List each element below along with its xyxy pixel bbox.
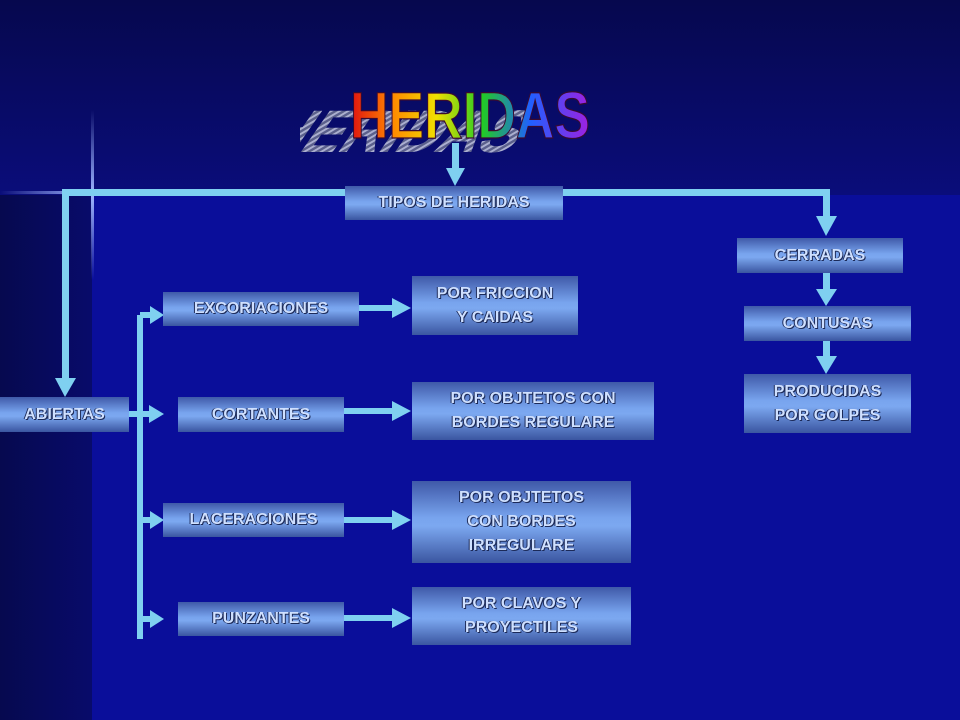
node-label-line2: PROYECTILES [465,619,578,636]
connector-cortantes-objetos [344,408,394,414]
node-laceraciones: LACERACIONES [163,503,344,537]
arrowhead-abiertas [55,378,76,397]
node-excoriaciones: EXCORIACIONES [163,292,359,326]
arrowhead-producidas [816,356,837,374]
connector-punzantes-clavos [344,615,394,621]
arrowhead-objetos-irregulares [392,510,411,530]
connector-cerradas-contusas [823,273,830,292]
node-label-line1: POR FRICCION [436,284,554,302]
node-por-clavos: POR CLAVOS Y PROYECTILES [412,587,631,645]
node-label: TIPOS DE HERIDAS [378,194,530,211]
connector-right-vertical [823,189,830,217]
node-label: CORTANTES [211,405,311,423]
arrowhead-excoriaciones [150,306,164,324]
arrowhead-cerradas [816,216,837,236]
node-por-friccion: POR FRICCION Y CAIDAS [412,276,578,335]
node-label-line3: IRREGULARE [468,537,575,554]
node-label: LACERACIONES [189,511,318,528]
arrowhead-contusas [816,289,837,306]
node-cerradas: CERRADAS [737,238,903,273]
node-abiertas: ABIERTAS [0,397,129,432]
node-tipos-de-heridas: TIPOS DE HERIDAS [345,186,563,220]
arrowhead-objetos-regulares [392,401,411,421]
node-label-line2: CON BORDES [467,513,576,530]
connector-left-vertical [62,189,69,379]
connector-laceraciones-objetos [344,517,394,523]
connector-excoriaciones-friccion [359,305,394,311]
arrowhead-clavos [392,608,411,628]
node-label: CONTUSAS [782,314,873,332]
background-top [0,0,960,195]
arrowhead-laceraciones [150,511,164,529]
node-por-objetos-irregulares: POR OBJTETOS CON BORDES IRREGULARE [412,481,631,563]
connector-to-laceraciones [140,517,152,523]
arrowhead-friccion [392,298,411,318]
node-label-line2: Y CAIDAS [456,308,534,326]
node-label-line2: BORDES REGULARE [451,414,615,431]
node-label-line1: PRODUCIDAS [773,382,882,400]
node-label-line2: POR GOLPES [774,406,881,424]
node-label: EXCORIACIONES [193,300,329,317]
node-cortantes: CORTANTES [178,397,344,432]
arrowhead-tipos [446,168,465,186]
arrowhead-punzantes [150,610,164,628]
node-punzantes: PUNZANTES [178,602,344,636]
connector-branch-vertical [137,315,143,639]
node-label: PUNZANTES [212,610,310,627]
node-label: ABIERTAS [24,405,105,423]
node-por-objetos-regulares: POR OBJTETOS CON BORDES REGULARE [412,382,654,440]
node-contusas: CONTUSAS [744,306,911,341]
node-producidas-por-golpes: PRODUCIDAS POR GOLPES [744,374,911,433]
node-label-line1: POR CLAVOS Y [461,595,582,612]
node-label: CERRADAS [774,246,866,264]
connector-abiertas-cortantes [129,411,151,417]
node-label-line1: POR OBJTETOS CON [450,390,616,407]
connector-title-down [452,143,459,170]
connector-contusas-producidas [823,340,830,358]
title-text: HERIDAS [350,78,590,152]
connector-to-punzantes [140,616,152,622]
background-left [0,195,92,720]
connector-to-excoriaciones [140,312,152,318]
node-label-line1: POR OBJTETOS [458,489,585,506]
arrowhead-cortantes [149,405,164,423]
